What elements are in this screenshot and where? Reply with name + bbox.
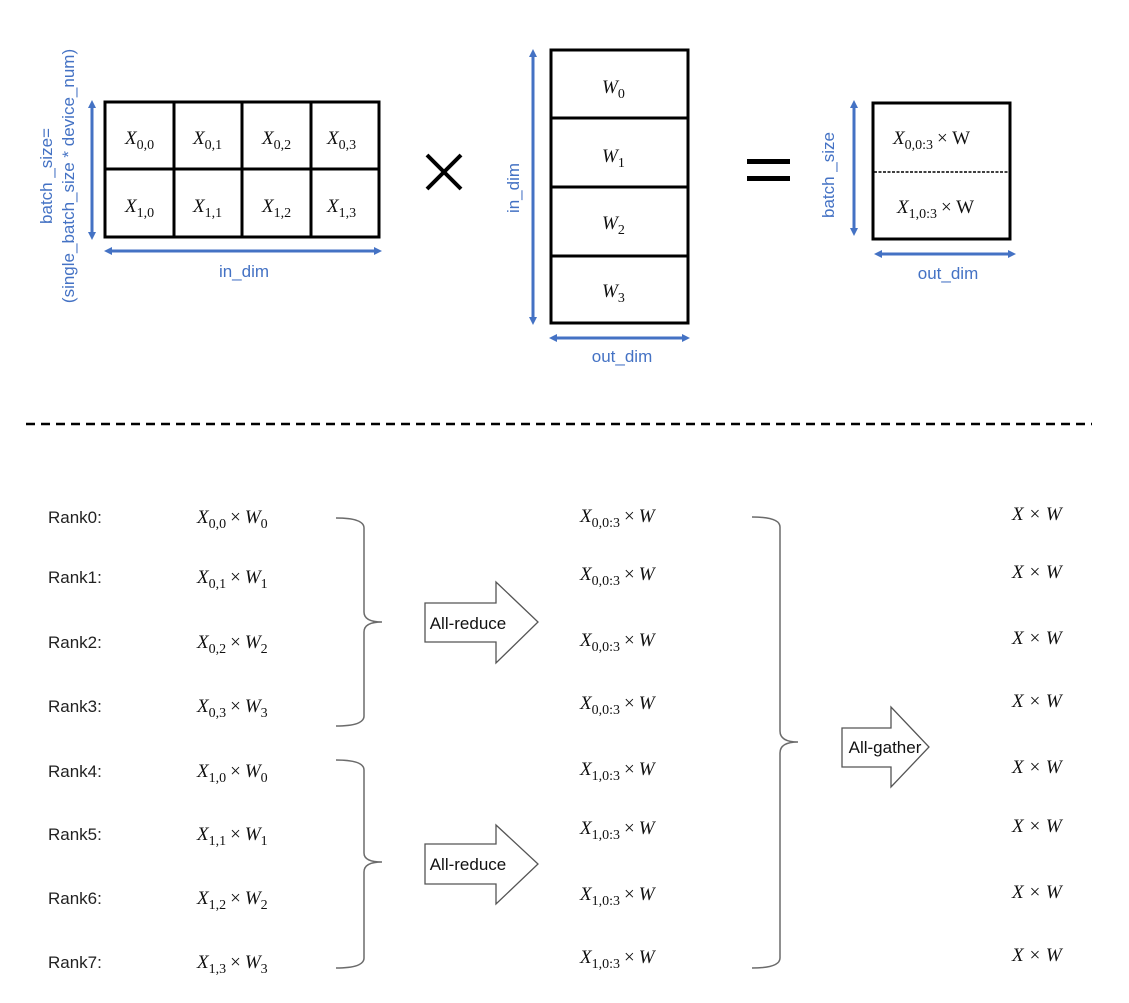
result-matrix-border [871,101,1012,241]
rank-label: Rank3: [48,697,102,716]
rank-label: Rank5: [48,825,102,844]
x-cell: X0,1 [192,128,222,153]
equals-icon [747,159,790,181]
local-product: X0,1×W1 [196,567,268,592]
gathered-product: X × W [1011,628,1064,649]
x-cell: X0,0 [124,128,154,153]
x-cell: X1,3 [326,196,356,221]
local-product: X1,1×W1 [196,824,268,849]
reduced-product: X0,0:3×W [579,630,657,655]
reduced-product: X0,0:3×W [579,564,657,589]
w-cell: W0 [602,77,625,102]
rank-row: Rank7: X1,3×W3 X1,0:3×W X × W [48,945,1064,977]
brace-gather [751,516,799,969]
rank-row: Rank5: X1,1×W1 X1,0:3×W X × W [48,816,1064,849]
rank-label: Rank4: [48,762,102,781]
rank-label: Rank2: [48,633,102,652]
rank-row: Rank1: X0,1×W1 X0,0:3×W X × W [48,562,1064,592]
all-reduce-arrow-1: All-reduce [424,580,539,665]
w-cell: W2 [602,213,625,238]
x-matrix: X0,0 X0,1 X0,2 X0,3X1,0 X1,1 X1,2 X1,3 [103,100,381,239]
reduced-product: X0,0:3×W [579,693,657,718]
result-cell: X0,0:3× W [892,128,970,153]
result-cell: X1,0:3× W [896,197,974,222]
all-reduce-label-1: All-reduce [430,614,507,633]
all-reduce-label-2: All-reduce [430,855,507,874]
rank-row: Rank6: X1,2×W2 X1,0:3×W X × W [48,882,1064,913]
x-cell: X1,2 [261,196,291,221]
rank-row: Rank4: X1,0×W0 X1,0:3×W X × W [48,757,1064,786]
local-product: X1,0×W0 [196,761,268,786]
local-product: X0,0×W0 [196,507,268,532]
x-cell: X0,2 [261,128,291,153]
gathered-product: X × W [1011,504,1064,525]
local-product: X1,2×W2 [196,888,268,913]
x-in-dim-label: in_dim [219,262,269,281]
brace-group-1-reduce [335,759,383,969]
all-gather-arrow: All-gather [841,705,930,789]
rank-label: Rank0: [48,508,102,527]
rank-row: Rank0: X0,0×W0 X0,0:3×W X × W [48,504,1064,532]
all-gather-label: All-gather [849,738,922,757]
x-batch-dimension-label-2: (single_batch_size * device_num) [59,49,78,303]
reduced-product: X1,0:3×W [579,884,657,909]
x-cell: X1,0 [124,196,154,221]
brace-group-0-reduce [335,517,383,727]
gathered-product: X × W [1011,562,1064,583]
rank-label: Rank6: [48,889,102,908]
result-out-dim-label: out_dim [918,264,978,283]
local-product: X0,3×W3 [196,696,268,721]
x-cell: X1,1 [192,196,222,221]
reduced-product: X0,0:3×W [579,506,657,531]
reduced-product: X1,0:3×W [579,818,657,843]
gathered-product: X × W [1011,945,1064,966]
result-matrix: X0,0:3× W X1,0:3× W [871,101,1012,241]
w-in-dim-label: in_dim [504,163,523,213]
rank-row: Rank3: X0,3×W3 X0,0:3×W X × W [48,691,1064,721]
x-batch-dimension-label: batch _size= [37,128,56,224]
all-reduce-arrow-2: All-reduce [424,823,539,906]
result-batch-dimension-label: batch _size [819,132,838,218]
gathered-product: X × W [1011,882,1064,903]
rank-label: Rank7: [48,953,102,972]
rank-label: Rank1: [48,568,102,587]
local-product: X0,2×W2 [196,632,268,657]
local-product: X1,3×W3 [196,952,268,977]
w-cell: W3 [602,281,625,306]
rank-row: Rank2: X0,2×W2 X0,0:3×W X × W [48,628,1064,657]
multiply-icon [425,153,463,191]
gathered-product: X × W [1011,691,1064,712]
gathered-product: X × W [1011,757,1064,778]
w-out-dim-label: out_dim [592,347,652,366]
x-cell: X0,3 [326,128,356,153]
reduced-product: X1,0:3×W [579,947,657,972]
gathered-product: X × W [1011,816,1064,837]
w-cell: W1 [602,146,625,171]
reduced-product: X1,0:3×W [579,759,657,784]
